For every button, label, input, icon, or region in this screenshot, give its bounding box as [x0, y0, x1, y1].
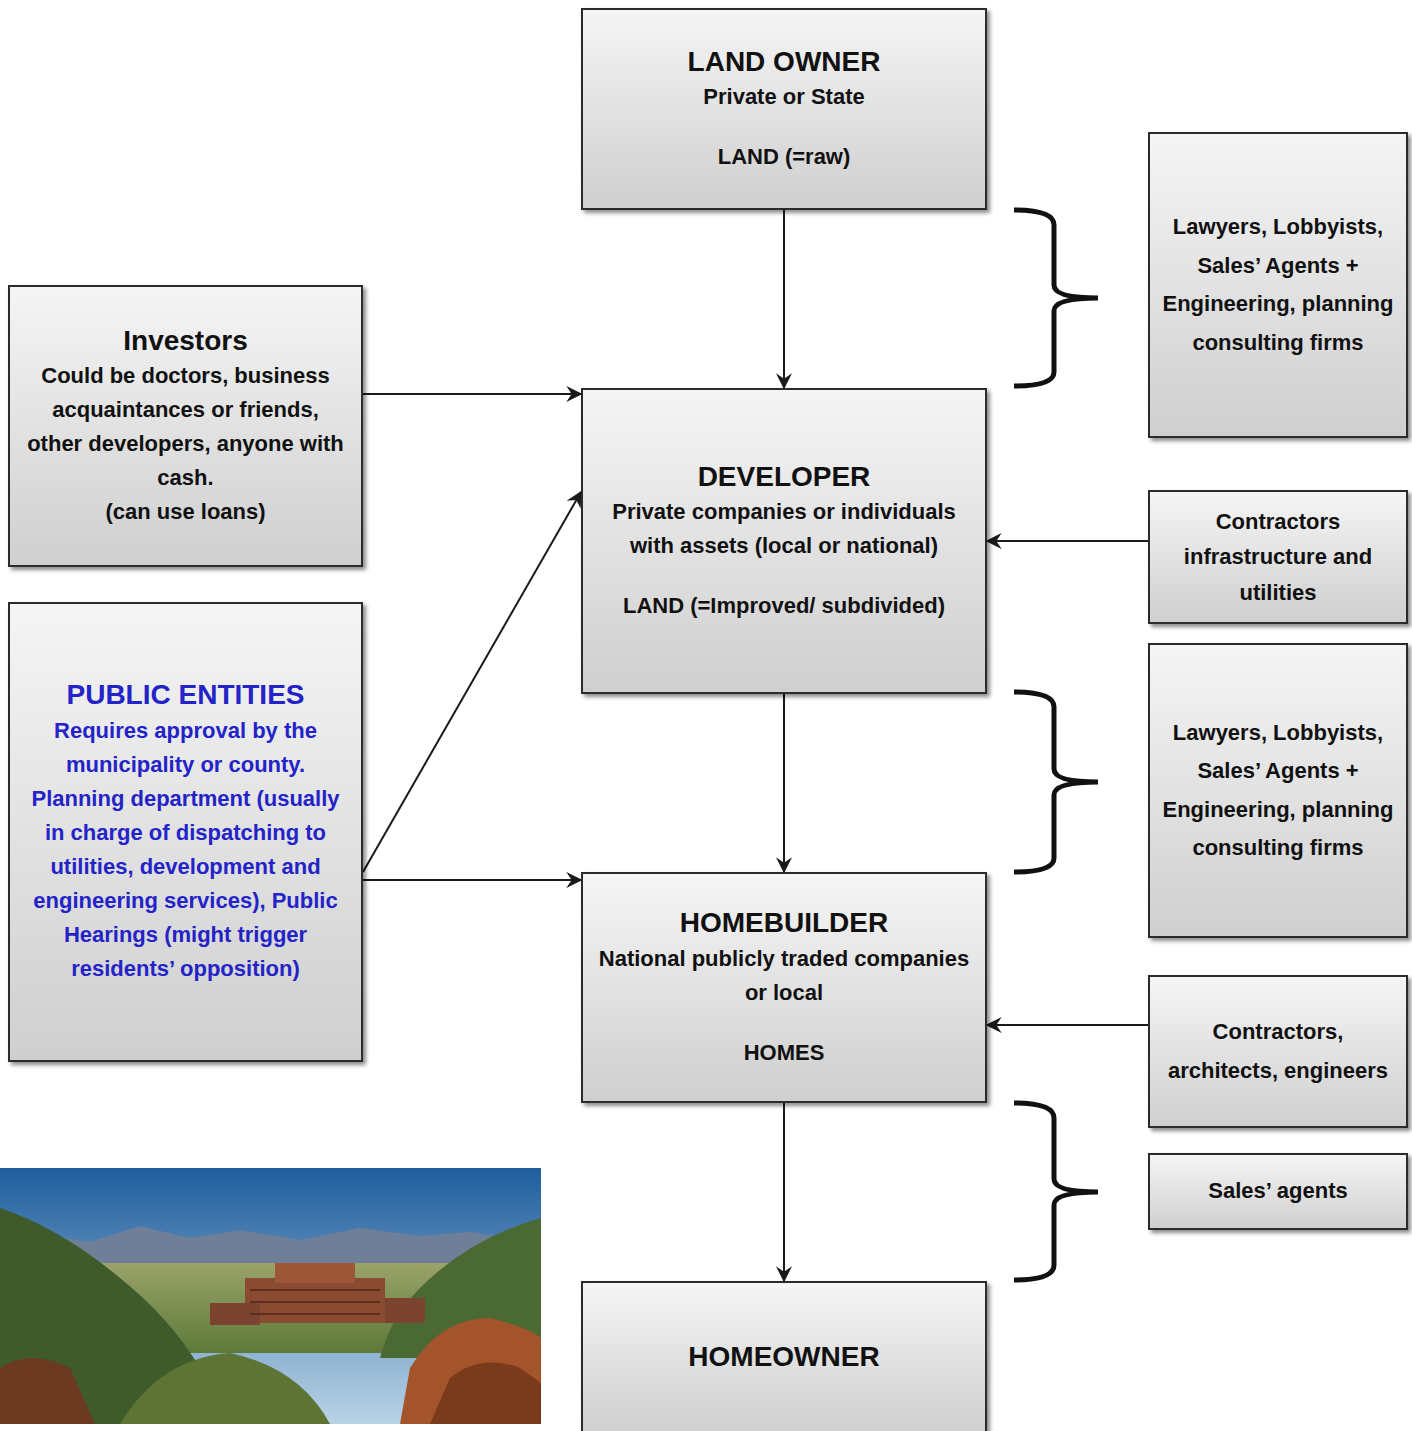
flow-arrow: [363, 393, 581, 395]
process-box: LAND OWNERPrivate or StateLAND (=raw): [581, 8, 987, 210]
box-heading: HOMEOWNER: [688, 1339, 879, 1375]
process-box: Sales’ agents: [1148, 1153, 1408, 1230]
flow-arrow: [987, 540, 1148, 542]
box-text: Private companies or individuals with as…: [595, 495, 973, 563]
box-text: LAND (=Improved/ subdivided): [623, 589, 945, 623]
box-heading: LAND OWNER: [688, 44, 881, 80]
process-box: Lawyers, Lobbyists, Sales’ Agents + Engi…: [1148, 643, 1408, 938]
box-text: Lawyers, Lobbyists, Sales’ Agents + Engi…: [1162, 208, 1394, 362]
foreground-rock: [400, 1318, 541, 1424]
resort-building: [210, 1263, 425, 1325]
process-box: DEVELOPERPrivate companies or individual…: [581, 388, 987, 694]
process-box: HOMEOWNER: [581, 1281, 987, 1431]
process-box: PUBLIC ENTITIESRequires approval by the …: [8, 602, 363, 1062]
curly-bracket: [1014, 692, 1098, 872]
landscape-photo: [0, 1168, 541, 1424]
building-block: [385, 1298, 425, 1323]
box-heading: Investors: [123, 323, 248, 359]
building-block: [245, 1278, 385, 1323]
box-text: Sales’ agents: [1208, 1174, 1347, 1208]
flow-arrow: [783, 210, 785, 388]
process-box: Contractors, architects, engineers: [1148, 975, 1408, 1128]
box-heading: HOMEBUILDER: [680, 905, 888, 941]
sky: [0, 1168, 541, 1424]
flow-arrow: [363, 879, 581, 881]
foreground-shrubs: [120, 1353, 330, 1424]
flow-arrow: [783, 1103, 785, 1281]
flow-arrow: [783, 694, 785, 872]
box-heading: PUBLIC ENTITIES: [66, 677, 304, 713]
box-text: Lawyers, Lobbyists, Sales’ Agents + Engi…: [1162, 714, 1394, 868]
box-text: National publicly traded companies or lo…: [595, 942, 973, 1010]
box-text: Requires approval by the municipality or…: [22, 714, 349, 987]
flow-arrow: [363, 492, 581, 872]
curly-bracket: [1014, 1103, 1098, 1280]
box-text: Contractors, architects, engineers: [1162, 1013, 1394, 1090]
box-heading: DEVELOPER: [698, 459, 871, 495]
box-text: HOMES: [744, 1036, 825, 1070]
flow-arrow: [987, 1024, 1148, 1026]
process-box: InvestorsCould be doctors, business acqu…: [8, 285, 363, 567]
curly-bracket: [1014, 210, 1098, 386]
box-text: LAND (=raw): [718, 140, 851, 174]
box-text: Contractors infrastructure and utilities: [1162, 504, 1394, 610]
building-block: [275, 1263, 355, 1283]
process-box: Contractors infrastructure and utilities: [1148, 490, 1408, 624]
foreground-rock: [430, 1362, 541, 1424]
box-text: Could be doctors, business acquaintances…: [22, 359, 349, 495]
process-box: Lawyers, Lobbyists, Sales’ Agents + Engi…: [1148, 132, 1408, 438]
box-text: Private or State: [703, 80, 864, 114]
box-text: (can use loans): [105, 495, 265, 529]
foreground-rock: [0, 1358, 95, 1424]
window-rows: [250, 1290, 380, 1314]
process-box: HOMEBUILDERNational publicly traded comp…: [581, 872, 987, 1103]
